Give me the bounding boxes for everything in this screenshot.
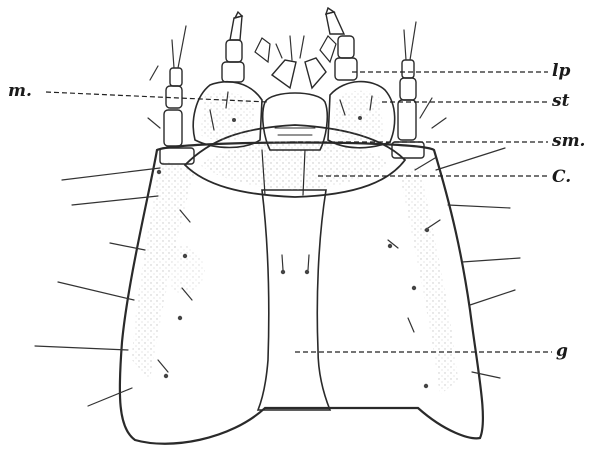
label-sm: sm. <box>551 131 585 151</box>
maxillary-palp-left <box>222 12 244 82</box>
maxilla-right <box>328 82 395 148</box>
label-g: g <box>556 341 568 361</box>
antenna-left <box>160 26 194 164</box>
antenna-right <box>392 22 424 158</box>
maxillary-palp-right <box>326 8 357 80</box>
label-m: m. <box>8 81 32 101</box>
labels: m. lp st sm. C. g <box>8 61 585 361</box>
label-lp: lp <box>552 61 570 81</box>
leader-lines <box>46 72 552 352</box>
gula-plate <box>258 190 330 410</box>
labial-palps <box>255 36 336 88</box>
label-st: st <box>551 91 570 111</box>
label-c: C. <box>552 167 571 187</box>
